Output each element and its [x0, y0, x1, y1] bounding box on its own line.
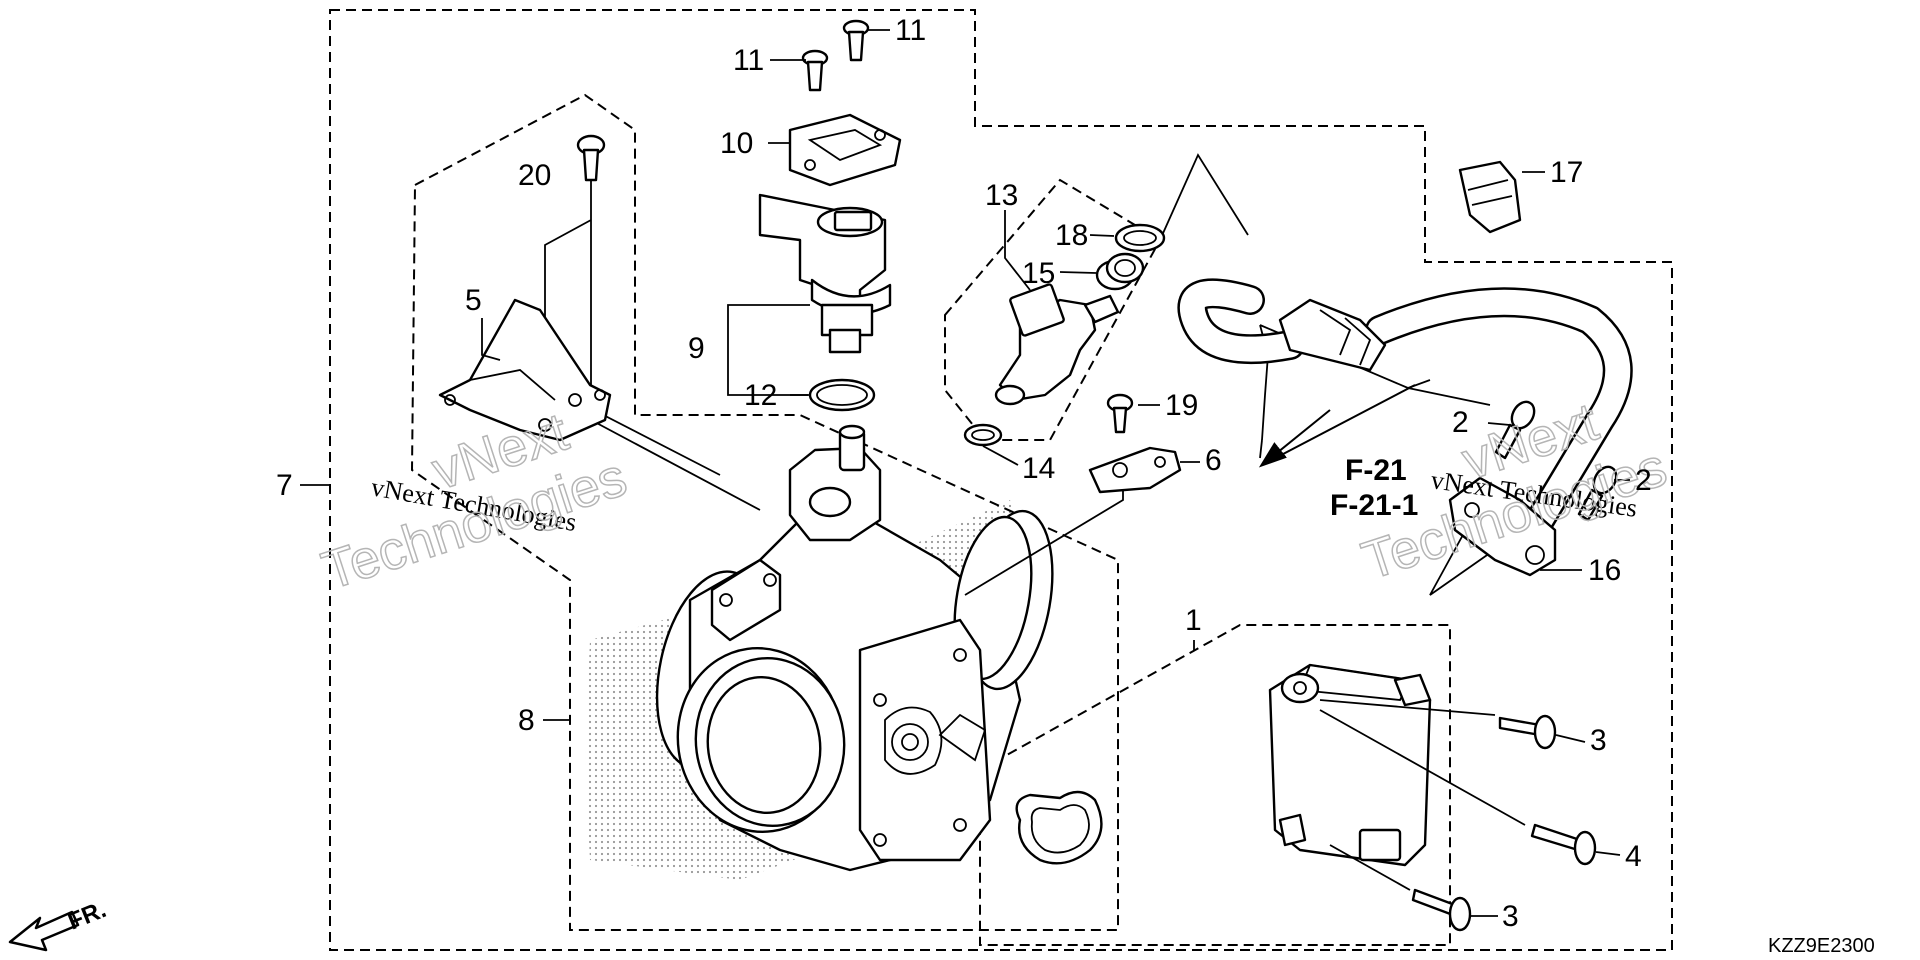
clamp-16: [1448, 476, 1557, 577]
bracket-5: [438, 298, 612, 442]
callout-7: 7: [276, 469, 293, 502]
callout-19: 19: [1165, 389, 1198, 422]
o-ring-14: [963, 423, 1003, 447]
reference-f-21-1: F-21-1: [1330, 489, 1418, 522]
leader-20: [544, 180, 761, 511]
subgroup-boundary-8: [410, 93, 1119, 931]
callout-18: 18: [1055, 219, 1088, 252]
seal-15: [1095, 252, 1145, 291]
callout-5: 5: [465, 284, 482, 317]
screw-3-upper: [1498, 714, 1586, 750]
screw-2a: [1494, 400, 1536, 460]
callout-9: 9: [688, 332, 705, 365]
leader-sensor-screws: [1319, 699, 1526, 891]
callout-2-right: 2: [1635, 464, 1652, 497]
cover-10: [788, 113, 902, 187]
throttle-body: [655, 424, 1054, 872]
screw-3-lower: [1411, 888, 1498, 932]
callout-15: 15: [1022, 257, 1055, 290]
o-ring-18: [1114, 223, 1166, 253]
screw-11b: [842, 19, 870, 62]
callout-17: 17: [1550, 156, 1583, 189]
o-ring-12: [808, 378, 876, 412]
subgroup-boundary-1: [979, 624, 1451, 946]
callout-13: 13: [985, 179, 1018, 212]
clip-17: [1458, 160, 1522, 234]
reference-f-21: F-21: [1345, 454, 1407, 487]
callout-11-right: 11: [895, 14, 926, 47]
assembly-boundary-7: [329, 9, 1673, 951]
callout-14: 14: [1022, 452, 1055, 485]
leader-5: [481, 318, 501, 361]
leader-14: [982, 445, 1019, 466]
callout-11-left: 11: [733, 44, 764, 77]
callout-6: 6: [1205, 444, 1222, 477]
screw-20: [576, 134, 606, 182]
subgroup-boundary-13: [944, 178, 1162, 441]
leader-18: [1089, 234, 1115, 237]
callout-8: 8: [518, 704, 535, 737]
fuel-hose: [1177, 278, 1633, 535]
leader-6: [964, 461, 1200, 596]
screw-11a: [801, 49, 829, 92]
callout-10: 10: [720, 127, 753, 160]
leader-15: [1059, 271, 1097, 274]
callout-4: 4: [1625, 840, 1642, 873]
ref-arrow-line: [1261, 384, 1416, 466]
sensor-unit: [1268, 663, 1432, 867]
screw-4: [1530, 823, 1621, 866]
diagram-code: KZZ9E2300: [1768, 935, 1875, 957]
plate-6: [1088, 446, 1182, 494]
callout-1: 1: [1185, 604, 1202, 637]
front-label: FR.: [64, 896, 110, 936]
callout-3-upper: 3: [1590, 724, 1607, 757]
screw-19: [1106, 393, 1134, 434]
front-arrow-icon: [8, 910, 80, 952]
leader-13: [1004, 210, 1031, 291]
sensor-gasket: [1015, 790, 1103, 865]
callout-16: 16: [1588, 554, 1621, 587]
injector-13: [994, 283, 1120, 406]
callout-2-upper: 2: [1452, 406, 1469, 439]
leader-11: [770, 29, 890, 61]
leader-2: [1487, 422, 1630, 481]
sensor-9: [758, 193, 892, 354]
callout-3-lower: 3: [1502, 900, 1519, 933]
callout-12: 12: [744, 379, 777, 412]
ref-arrow: [1258, 409, 1331, 468]
screw-2b: [1577, 465, 1618, 522]
leader-9: [727, 304, 810, 396]
callout-20: 20: [518, 159, 551, 192]
